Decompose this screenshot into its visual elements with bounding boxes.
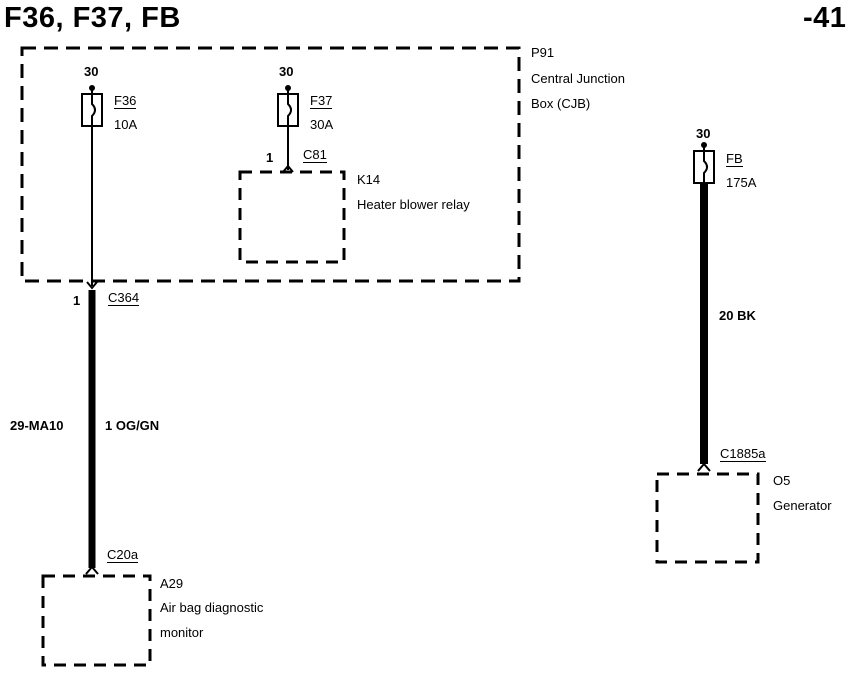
page-ref: -41: [803, 2, 847, 34]
fuse-f36-name: F36: [114, 93, 137, 109]
relay-name: Heater blower relay: [357, 197, 470, 212]
relay-ref: K14: [357, 172, 381, 187]
circuit-29-ma10: 29-MA10: [10, 418, 64, 433]
connector-c20a: C20a: [107, 547, 139, 563]
fuse-f36-symbol: [81, 85, 103, 127]
cjb-outline: [20, 46, 521, 283]
cjb-ref: P91: [531, 45, 555, 60]
relay-pin: 1: [266, 150, 274, 165]
fuse-f37-symbol: [277, 85, 299, 127]
fuse-f37-rating: 30A: [310, 117, 334, 132]
airbag-name-line2: monitor: [160, 625, 204, 640]
c364-pin: 1: [73, 293, 81, 308]
fuse-f36-rating: 10A: [114, 117, 138, 132]
connector-c1885a: C1885a: [720, 446, 766, 462]
airbag-module-outline: [41, 574, 152, 667]
cjb-name-line2: Box (CJB): [531, 96, 591, 111]
wire-color-og-gn: 1 OG/GN: [105, 418, 160, 433]
fuse-f36-feed: 30: [84, 64, 99, 79]
wire-color-bk: 20 BK: [719, 308, 756, 323]
page-title: F36, F37, FB: [4, 2, 181, 34]
cjb-name-line1: Central Junction: [531, 71, 625, 86]
fuse-f37-feed: 30: [279, 64, 294, 79]
generator-ref: O5: [773, 473, 791, 488]
fuse-fb-name: FB: [726, 151, 743, 167]
airbag-ref: A29: [160, 576, 184, 591]
generator-name: Generator: [773, 498, 832, 513]
connector-c1885a-mark: [697, 462, 711, 472]
connector-c364-mark: [86, 281, 98, 290]
fuse-fb-symbol: [693, 142, 715, 184]
generator-outline: [655, 472, 760, 564]
relay-connector: C81: [303, 147, 327, 163]
fuse-fb-feed: 30: [696, 126, 711, 141]
fuse-f37-name: F37: [310, 93, 333, 109]
relay-k14-outline: [238, 170, 346, 264]
fuse-fb-rating: 175A: [726, 175, 757, 190]
connector-c364: C364: [108, 290, 140, 306]
connector-c81-mark: [282, 164, 294, 173]
airbag-name-line1: Air bag diagnostic: [160, 600, 264, 615]
connector-c20a-mark: [85, 565, 99, 575]
